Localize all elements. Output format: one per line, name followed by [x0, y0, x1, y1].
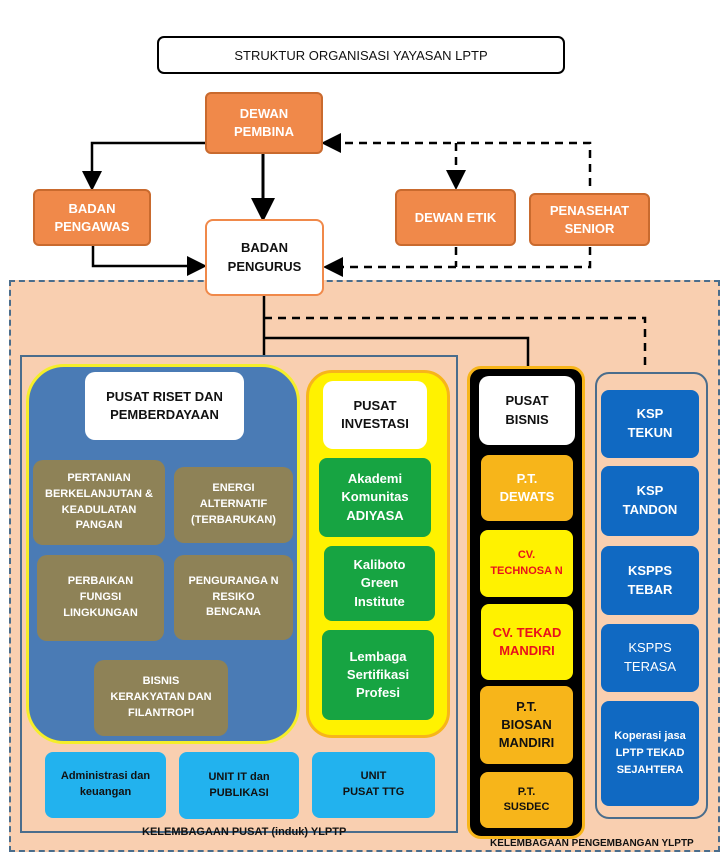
- dewan-etik-box: DEWAN ETIK: [395, 189, 516, 246]
- line-dashed-to-koperasi: [264, 316, 647, 370]
- support-unit-administrasi: Administrasi dan keuangan: [45, 752, 166, 818]
- riset-unit-pertanian: PERTANIAN BERKELANJUTAN & KEADULATAN PAN…: [33, 460, 165, 545]
- badan-pengurus-box: BADAN PENGURUS: [205, 219, 324, 296]
- dewan-pembina-box: DEWAN PEMBINA: [205, 92, 323, 154]
- koperasi-kspps-tebar: KSPPS TEBAR: [601, 546, 699, 615]
- riset-unit-bisnis: BISNIS KERAKYATAN DAN FILANTROPI: [94, 660, 228, 736]
- bisnis-unit-susdec: P.T. SUSDEC: [480, 772, 573, 828]
- line-dashed-pembina-etik-senior: [321, 133, 592, 186]
- bisnis-unit-tekad-mandiri: CV. TEKAD MANDIRI: [481, 604, 573, 680]
- investasi-unit-lsp: Lembaga Sertifikasi Profesi: [322, 630, 434, 720]
- footer-label-right: KELEMBAGAAN PENGEMBANGAN YLPTP: [490, 838, 694, 849]
- bisnis-unit-dewats: P.T. DEWATS: [481, 455, 573, 521]
- footer-label-left: KELEMBAGAAN PUSAT (induk) YLPTP: [142, 826, 347, 838]
- riset-unit-lingkungan: PERBAIKAN FUNGSI LINGKUNGAN: [37, 555, 164, 641]
- line-to-pusat-bisnis: [264, 336, 530, 368]
- koperasi-kspps-terasa: KSPPS TERASA: [601, 624, 699, 692]
- line-pembina-to-pengawas: [82, 141, 205, 191]
- line-dashed-senior-to-pengurus: [323, 247, 592, 277]
- support-unit-ttg: UNIT PUSAT TTG: [312, 752, 435, 818]
- kelembagaan-pusat-outline: [20, 355, 458, 833]
- penasehat-senior-box: PENASEHAT SENIOR: [529, 193, 650, 246]
- riset-unit-energi: ENERGI ALTERNATIF (TERBARUKAN): [174, 467, 293, 543]
- line-pengawas-to-pengurus: [91, 246, 207, 276]
- investasi-unit-akademi: Akademi Komunitas ADIYASA: [319, 458, 431, 537]
- koperasi-panel: [595, 372, 708, 819]
- bisnis-unit-technosan: CV. TECHNOSA N: [480, 530, 573, 597]
- pusat-riset-title: PUSAT RISET DAN PEMBERDAYAAN: [85, 372, 244, 440]
- koperasi-lptp-tekad-sejahtera: Koperasi jasa LPTP TEKAD SEJAHTERA: [601, 701, 699, 806]
- investasi-unit-kaliboto: Kaliboto Green Institute: [324, 546, 435, 621]
- riset-unit-bencana: PENGURANGA N RESIKO BENCANA: [174, 555, 293, 640]
- koperasi-ksp-tekun: KSP TEKUN: [601, 390, 699, 458]
- bisnis-unit-biosan: P.T. BIOSAN MANDIRI: [480, 686, 573, 764]
- page-title: STRUKTUR ORGANISASI YAYASAN LPTP: [157, 36, 565, 74]
- badan-pengawas-box: BADAN PENGAWAS: [33, 189, 151, 246]
- pusat-investasi-title: PUSAT INVESTASI: [323, 381, 427, 449]
- koperasi-ksp-tandon: KSP TANDON: [601, 466, 699, 536]
- support-unit-it: UNIT IT dan PUBLIKASI: [179, 752, 299, 819]
- pusat-bisnis-title: PUSAT BISNIS: [479, 376, 575, 445]
